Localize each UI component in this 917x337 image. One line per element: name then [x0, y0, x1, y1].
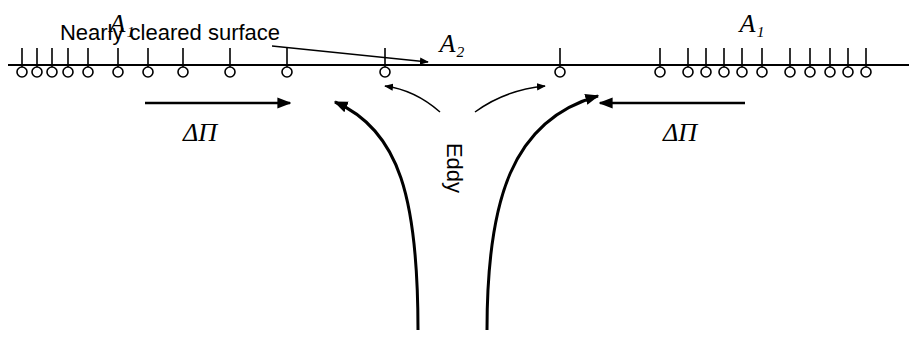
surfactant-molecule [805, 48, 815, 77]
surfactant-molecule [143, 48, 153, 77]
surfactant-molecule [178, 48, 188, 77]
area-label: A₂ [440, 29, 465, 59]
surfactant-molecule [861, 48, 871, 77]
molecule-tail [229, 48, 231, 67]
molecule-tail [865, 48, 867, 67]
molecule-tail [687, 48, 689, 67]
molecule-head [282, 67, 292, 77]
surfactant-molecule [17, 48, 27, 77]
area-label: A₁ [110, 9, 135, 39]
surfactant-molecule [225, 48, 235, 77]
surfactant-molecule [282, 48, 292, 77]
molecule-head [719, 67, 729, 77]
eddy-arrow [475, 86, 545, 112]
eddy-arrow [487, 96, 598, 330]
eddy-arrow [385, 86, 440, 112]
molecule-tail [182, 48, 184, 67]
molecule-head [113, 67, 123, 77]
molecule-head [785, 67, 795, 77]
pressure-arrow [145, 102, 290, 105]
molecule-head [655, 67, 665, 77]
pressure-label: ΔΠ [663, 118, 697, 148]
molecule-tail [36, 48, 38, 67]
note-label: Nearly cleared surface [55, 20, 285, 45]
surface-line [8, 64, 909, 66]
molecule-head [843, 67, 853, 77]
surfactant-molecule [757, 48, 767, 77]
molecule-tail [789, 48, 791, 67]
molecule-head [178, 67, 188, 77]
molecule-head [861, 67, 871, 77]
molecule-head [380, 67, 390, 77]
leader-line [272, 46, 428, 62]
molecule-head [805, 67, 815, 77]
molecule-tail [741, 48, 743, 67]
molecule-head [17, 67, 27, 77]
surfactant-molecule [47, 48, 57, 77]
surfactant-molecule [719, 48, 729, 77]
area-label: A₁ [740, 9, 765, 39]
surfactant-molecule [83, 48, 93, 77]
pressure-label: ΔΠ [183, 118, 217, 148]
surfactant-molecule [113, 48, 123, 77]
molecule-head [757, 67, 767, 77]
molecule-tail [87, 48, 89, 67]
molecule-head [555, 67, 565, 77]
surfactant-molecule [380, 48, 390, 77]
molecule-head [63, 67, 73, 77]
molecule-head [47, 67, 57, 77]
molecule-head [825, 67, 835, 77]
molecule-head [683, 67, 693, 77]
molecule-tail [705, 48, 707, 67]
surfactant-molecule [655, 48, 665, 77]
eddy-label: Eddy [441, 143, 467, 193]
pressure-arrow [600, 102, 745, 105]
molecule-tail [809, 48, 811, 67]
surfactant-molecule [701, 48, 711, 77]
molecule-head [737, 67, 747, 77]
molecule-tail [847, 48, 849, 67]
molecule-tail [286, 48, 288, 67]
molecule-tail [829, 48, 831, 67]
molecule-tail [559, 48, 561, 67]
surfactant-molecule [555, 48, 565, 77]
surfactant-molecule [683, 48, 693, 77]
molecule-tail [147, 48, 149, 67]
surfactant-molecule [785, 48, 795, 77]
surfactant-molecule [843, 48, 853, 77]
surfactant-molecule [737, 48, 747, 77]
surfactant-molecule [63, 48, 73, 77]
molecule-tail [117, 48, 119, 67]
molecule-tail [723, 48, 725, 67]
molecule-tail [51, 48, 53, 67]
molecule-head [701, 67, 711, 77]
molecule-head [32, 67, 42, 77]
molecule-tail [21, 48, 23, 67]
molecule-tail [761, 48, 763, 67]
surfactant-molecule [32, 48, 42, 77]
molecule-head [83, 67, 93, 77]
molecule-head [143, 67, 153, 77]
eddy-arrow [335, 102, 418, 330]
surfactant-molecule [825, 48, 835, 77]
molecule-tail [659, 48, 661, 67]
molecule-tail [67, 48, 69, 67]
molecule-head [225, 67, 235, 77]
